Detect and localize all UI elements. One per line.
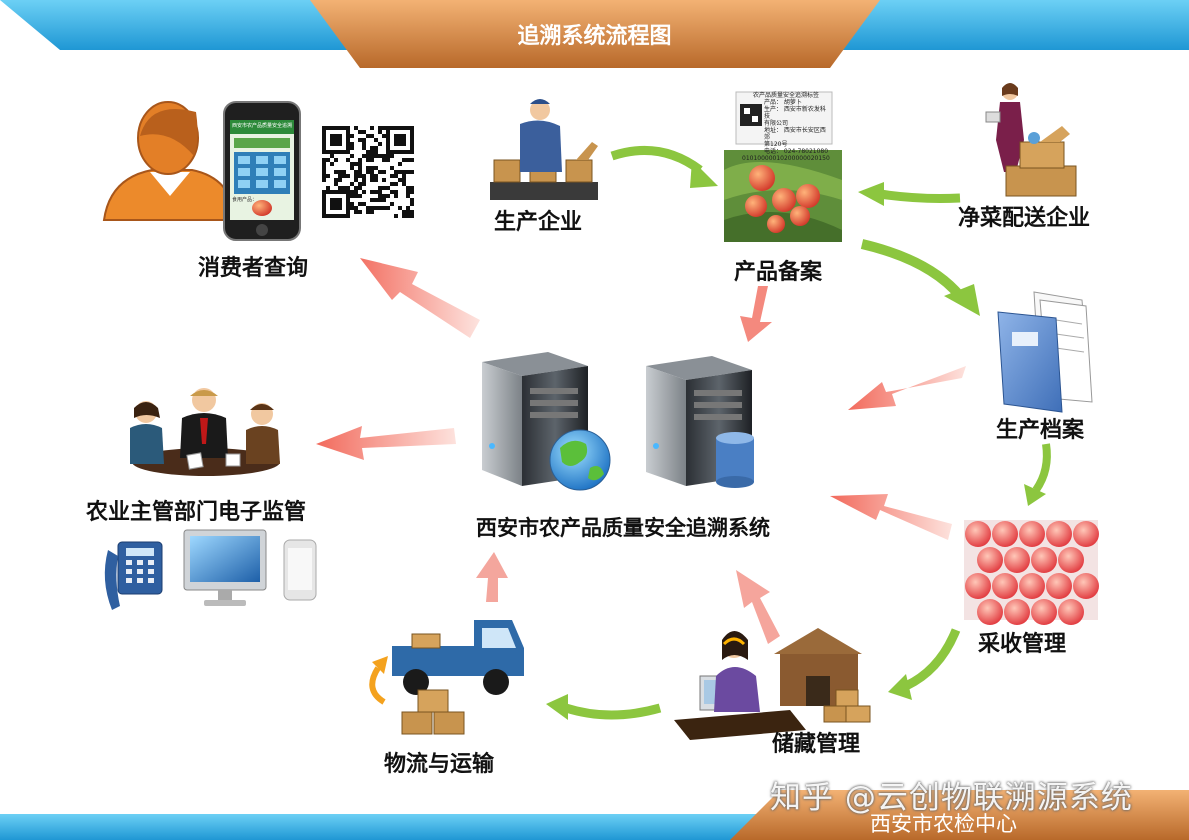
businesswoman-boxes-icon (985, 83, 1077, 197)
consumer-person-icon (102, 101, 238, 221)
label-center-system: 西安市农产品质量安全追溯系统 (476, 516, 770, 540)
watermark-text: 知乎 @云创物联溯源系统 (770, 780, 1133, 816)
arrow-producer-to-record (610, 146, 718, 188)
label-regulator: 农业主管部门电子监管 (86, 500, 307, 525)
arrow-harvest-to-storage (888, 628, 961, 700)
label-sheet-line: 生产： 西安市新农发科技 (764, 106, 826, 120)
label-production-archive: 生产档案 (996, 418, 1085, 443)
label-product-record: 产品备案 (734, 260, 823, 285)
peach-photo (724, 150, 842, 242)
arrow-record-to-system (740, 286, 772, 342)
phone-screen-header: 西安市农产品质量安全追溯 (231, 123, 292, 129)
label-sheet-line: 地址： 西安市长安区西郊 (764, 127, 826, 141)
arrow-archive-to-harvest (1024, 443, 1051, 506)
database-icon (716, 432, 754, 488)
operator-warehouse-icon (674, 628, 871, 740)
telephone-icon (104, 541, 163, 610)
arrow-archive-to-system (848, 366, 966, 410)
phone-screen-footer: 食用产品： (232, 197, 258, 203)
arrow-storage-to-system (736, 570, 780, 644)
monitor-icon (183, 529, 267, 606)
label-sheet-line: 有限公司 (764, 120, 789, 127)
arrow-storage-to-logistics (546, 694, 662, 720)
label-sheet-title: 农产品质量安全追溯标签 (752, 92, 819, 99)
arrow-distributor-to-record (858, 182, 961, 206)
smartphone-icon (223, 101, 301, 241)
document-folder-icon (997, 291, 1093, 413)
label-distributor: 净菜配送企业 (958, 206, 1091, 231)
label-sheet-line: 产品： 胡萝卜 (764, 99, 802, 106)
arrow-system-to-regulator (316, 426, 456, 460)
curl-arrow (369, 656, 388, 705)
footer-banner (0, 790, 1189, 840)
header-banner (0, 0, 1189, 68)
label-harvest: 采收管理 (978, 632, 1067, 657)
label-sheet-line: 第120号 (764, 141, 788, 148)
traceability-label-sheet (735, 91, 833, 145)
label-producer: 生产企业 (494, 210, 583, 235)
qr-code-icon (320, 124, 416, 220)
mobile-phone-icon (283, 539, 317, 601)
footer-organization: 西安市农检中心 (870, 812, 1017, 836)
page-title: 追溯系统流程图 (517, 24, 672, 49)
worker-packing-icon (490, 99, 598, 200)
meeting-people-icon (130, 388, 280, 476)
arrow-system-to-consumer (360, 258, 480, 338)
apples-photo (964, 520, 1099, 625)
arrow-logistics-to-system (476, 552, 508, 602)
label-storage: 储藏管理 (772, 732, 861, 757)
arrow-record-to-archive (860, 239, 980, 316)
label-consumer-query: 消费者查询 (198, 256, 309, 281)
delivery-truck-icon (392, 620, 524, 735)
label-logistics: 物流与运输 (384, 752, 495, 777)
label-sheet-line: 电话： 024-78021080 (764, 148, 829, 155)
label-sheet-text: 农产品质量安全追溯标签 产品： 胡萝卜 生产： 西安市新农发科技 有限公司 地址… (742, 92, 830, 162)
globe-icon (549, 429, 611, 491)
label-sheet-line: 01010000010200000020150 (742, 155, 830, 162)
arrow-harvest-to-system (830, 494, 952, 540)
